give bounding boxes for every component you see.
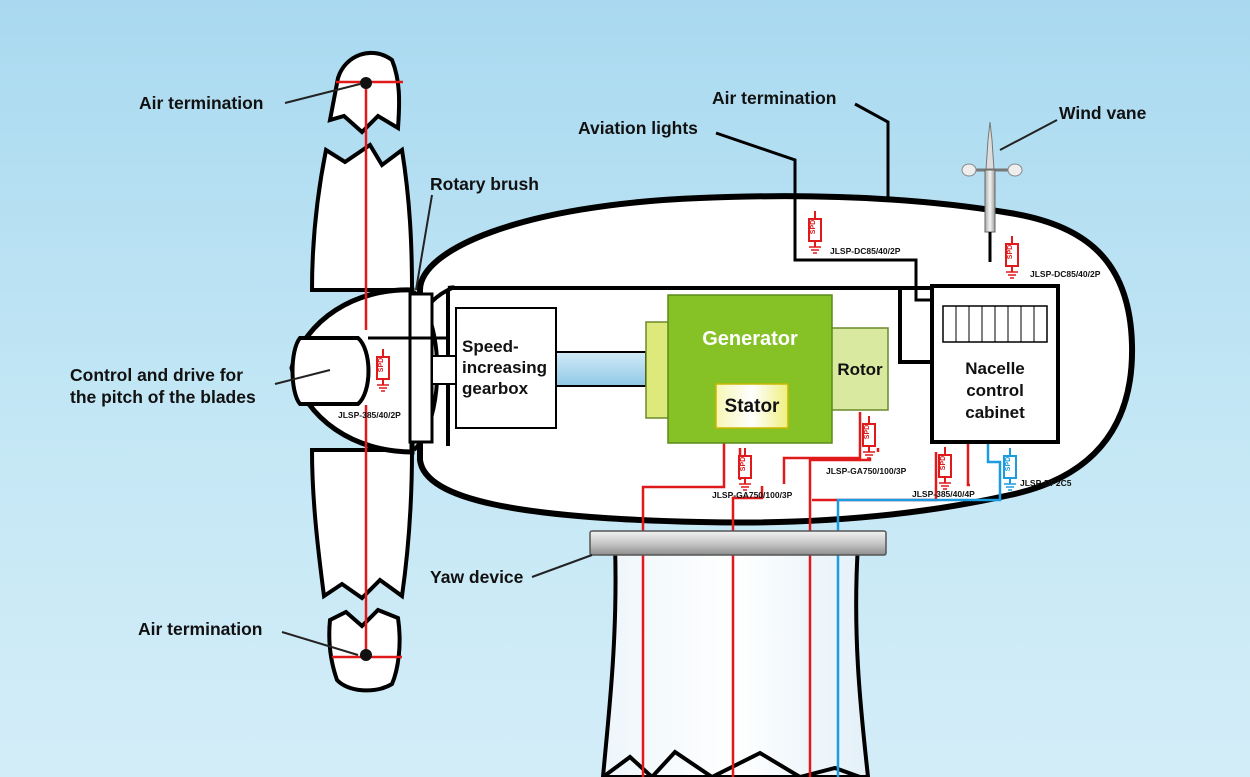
hub <box>289 287 450 455</box>
label-air-termination-nacelle: Air termination <box>712 88 836 108</box>
air-termination-bottom-dot <box>360 649 372 661</box>
svg-text:SPD: SPD <box>864 425 871 439</box>
spd-stator-symbol: SPD <box>738 448 752 491</box>
nacelle-control-cabinet: Nacelle control cabinet <box>898 284 1060 444</box>
rotor-label: Rotor <box>837 360 883 379</box>
spd-code-hub: JLSP-385/40/2P <box>338 410 401 420</box>
gearbox-line-3: gearbox <box>462 379 529 398</box>
svg-text:SPD: SPD <box>810 220 817 234</box>
gearbox-line-2: increasing <box>462 358 547 377</box>
spd-aviation-symbol: SPD <box>808 211 822 254</box>
label-air-termination-bottom: Air termination <box>138 619 262 639</box>
cabinet-line-1: Nacelle <box>965 359 1025 378</box>
roof-cables <box>715 102 932 302</box>
grounding-wiring <box>332 80 1002 777</box>
gearbox-block: Speed- increasing gearbox <box>455 307 557 429</box>
gearbox-line-1: Speed- <box>462 337 519 356</box>
tower <box>600 543 871 777</box>
leader-lines <box>274 83 1058 656</box>
spd-code-aviation: JLSP-DC85/40/2P <box>830 246 901 256</box>
cabinet-line-3: cabinet <box>965 403 1025 422</box>
spd-code-vane: JLSP-DC85/40/2P <box>1030 269 1101 279</box>
generator-label: Generator <box>702 328 798 350</box>
spd-hub-symbol: SPD <box>376 349 390 392</box>
blade-bottom <box>309 448 415 693</box>
label-aviation-lights: Aviation lights <box>578 118 698 138</box>
label-rotary-brush: Rotary brush <box>430 174 539 194</box>
spd-symbols: SPD SPD SPD SPD SPD SPD SPD <box>376 211 1019 491</box>
cabinet-line-2: control <box>966 381 1024 400</box>
svg-text:SPD: SPD <box>1005 457 1012 471</box>
spd-code-cabinet-power: JLSP-385/40/4P <box>912 489 975 499</box>
spd-code-stator: JLSP-GA750/100/3P <box>712 490 793 500</box>
generator-block: Generator Stator Rotor <box>645 294 889 444</box>
wind-vane <box>961 121 1023 262</box>
svg-text:SPD: SPD <box>940 456 947 470</box>
air-termination-top-dot <box>360 77 372 89</box>
label-wind-vane: Wind vane <box>1059 103 1147 123</box>
spd-code-rotor: JLSP-GA750/100/3P <box>826 466 907 476</box>
label-pitch-control-2: the pitch of the blades <box>70 387 256 407</box>
spd-rotor-symbol: SPD <box>862 416 876 459</box>
spd-cabinet-signal-symbol: SPD <box>1003 448 1017 491</box>
spd-cabinet-power-symbol: SPD <box>938 447 952 490</box>
label-pitch-control-1: Control and drive for <box>70 365 243 385</box>
label-yaw-device: Yaw device <box>430 567 524 587</box>
svg-text:SPD: SPD <box>740 457 747 471</box>
svg-text:SPD: SPD <box>1007 245 1014 259</box>
spd-vane-symbol: SPD <box>1005 236 1019 279</box>
yaw-bearing <box>589 530 887 556</box>
label-air-termination-top: Air termination <box>139 93 263 113</box>
svg-text:SPD: SPD <box>378 358 385 372</box>
blade-top <box>309 50 415 292</box>
spd-code-cabinet-signal: JLSP-DP2C5 <box>1020 478 1072 488</box>
stator-label: Stator <box>725 396 781 417</box>
